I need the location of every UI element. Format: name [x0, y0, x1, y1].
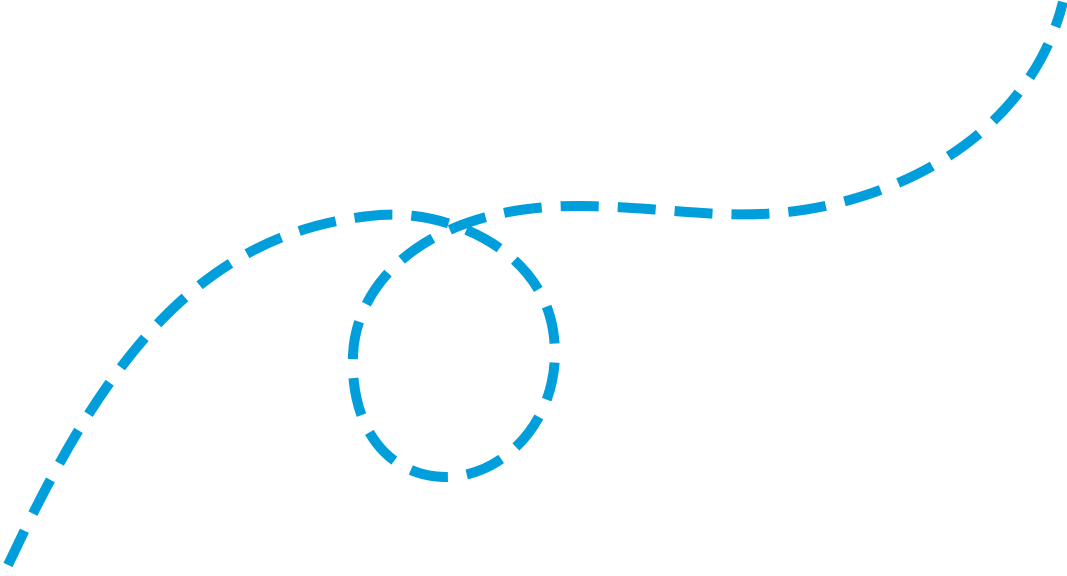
dashed-loop-curve-path — [3, 0, 1067, 568]
